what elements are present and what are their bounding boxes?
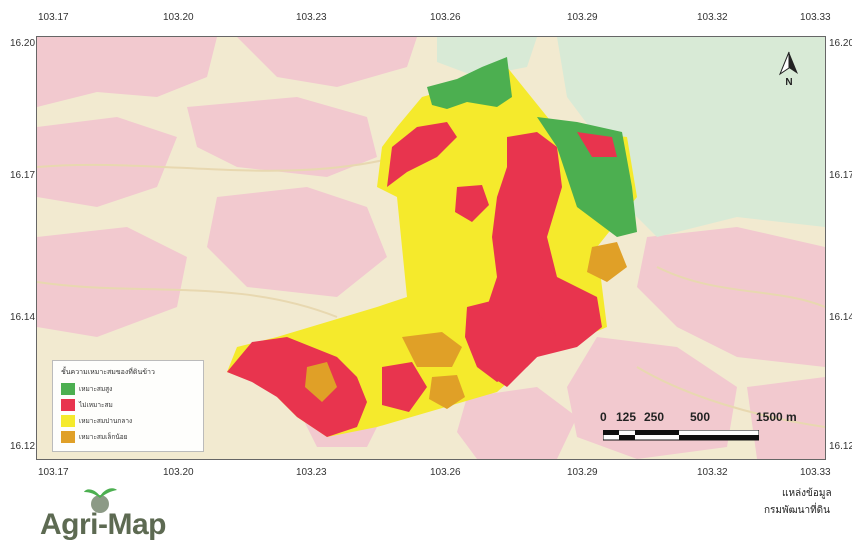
zone-marginal-b[interactable] xyxy=(305,362,337,402)
north-label: N xyxy=(785,77,792,88)
legend-label: เหมาะสมปานกลาง xyxy=(79,417,133,425)
scale-bar: 0 125 250 500 1500 m xyxy=(600,410,810,446)
legend-item: ไม่เหมาะสม xyxy=(61,399,113,411)
x-tick-top: 103.33 xyxy=(800,12,831,23)
zone-marginal-c[interactable] xyxy=(587,242,627,282)
x-tick-bottom: 103.17 xyxy=(38,467,69,478)
scale-bar-graphic xyxy=(603,430,759,441)
legend-swatch-unsuitable xyxy=(61,399,75,411)
logo-text: Agri-Map xyxy=(40,508,167,541)
zone-high-north[interactable] xyxy=(427,57,512,109)
x-tick-bottom: 103.26 xyxy=(430,467,461,478)
legend-label: เหมาะสมสูง xyxy=(79,385,113,393)
legend-swatch-high xyxy=(61,383,75,395)
study-area[interactable] xyxy=(227,57,637,437)
x-tick-bottom: 103.32 xyxy=(697,467,728,478)
source-label: แหล่งข้อมูล xyxy=(782,488,832,499)
legend-title: ชั้นความเหมาะสมของที่ดินข้าว xyxy=(61,368,155,376)
x-tick-top: 103.23 xyxy=(296,12,327,23)
zone-unsuitable-west[interactable] xyxy=(227,337,367,437)
scale-label: 0 xyxy=(600,410,607,424)
north-arrow-icon: N xyxy=(778,51,798,88)
y-tick-right: 16.12 xyxy=(829,441,852,452)
source-agency: กรมพัฒนาที่ดิน xyxy=(764,505,831,516)
x-tick-top: 103.20 xyxy=(163,12,194,23)
scale-label: 1500 m xyxy=(756,410,797,424)
legend-item: เหมาะสมสูง xyxy=(61,383,112,395)
zone-unsuitable-blob[interactable] xyxy=(455,185,489,222)
zone-marginal-d[interactable] xyxy=(429,375,465,409)
x-tick-bottom: 103.20 xyxy=(163,467,194,478)
x-tick-top: 103.17 xyxy=(38,12,69,23)
y-tick-left: 16.17 xyxy=(10,170,36,181)
zone-marginal-a[interactable] xyxy=(402,332,462,367)
y-tick-right: 16.14 xyxy=(829,312,852,323)
basemap-roads xyxy=(37,156,825,428)
scale-label: 125 xyxy=(616,410,637,424)
legend-label: เหมาะสมเล็กน้อย xyxy=(79,433,128,441)
y-tick-left: 16.14 xyxy=(10,312,36,323)
x-tick-top: 103.32 xyxy=(697,12,728,23)
legend-item: เหมาะสมเล็กน้อย xyxy=(61,431,127,443)
agri-map-logo xyxy=(84,488,117,513)
x-tick-bottom: 103.29 xyxy=(567,467,598,478)
x-tick-bottom: 103.23 xyxy=(296,467,327,478)
legend-label: ไม่เหมาะสม xyxy=(79,401,113,409)
legend-item: เหมาะสมปานกลาง xyxy=(61,415,132,427)
x-tick-bottom: 103.33 xyxy=(800,467,831,478)
x-tick-top: 103.29 xyxy=(567,12,598,23)
zone-unsuitable-north[interactable] xyxy=(387,122,457,187)
y-tick-left: 16.20 xyxy=(10,38,36,49)
x-tick-top: 103.26 xyxy=(430,12,461,23)
y-tick-left: 16.12 xyxy=(10,441,36,452)
y-tick-right: 16.17 xyxy=(829,170,852,181)
legend-swatch-marginal xyxy=(61,431,75,443)
scale-label: 500 xyxy=(690,410,711,424)
legend: ชั้นความเหมาะสมของที่ดินข้าว เหมาะสมสูง … xyxy=(52,360,204,452)
legend-swatch-moderate xyxy=(61,415,75,427)
y-tick-right: 16.20 xyxy=(829,38,852,49)
scale-label: 250 xyxy=(644,410,665,424)
zone-unsuitable-southeast[interactable] xyxy=(465,297,557,382)
zone-unsuitable-east-strip[interactable] xyxy=(577,132,617,157)
zone-unsuitable-south[interactable] xyxy=(382,362,427,412)
